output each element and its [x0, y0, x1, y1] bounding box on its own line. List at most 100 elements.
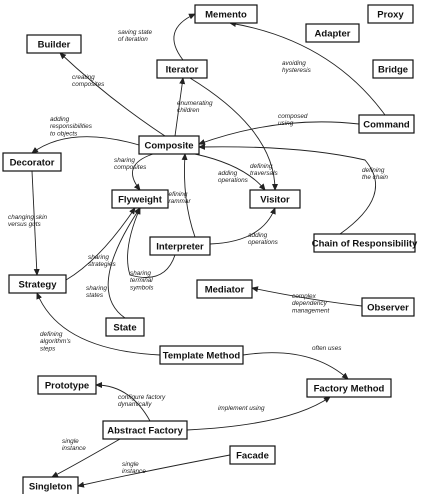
edge-label-line: single — [62, 438, 79, 445]
node-box-mediator — [196, 279, 253, 299]
node-label-adapter: Adapter — [315, 28, 351, 39]
node-bridge: Bridge — [372, 59, 414, 79]
edge-label-line: instance — [62, 445, 86, 452]
edge-line-decorator-strategy — [31, 170, 40, 276]
edge-label-line: implement using — [218, 405, 265, 412]
node-builder: Builder — [26, 34, 82, 54]
node-interpreter: Interpreter — [149, 236, 211, 256]
edge-abstract-factory-method: implement using — [186, 396, 331, 431]
node-box-abstract-factory — [102, 420, 188, 440]
edge-label-line: creating — [72, 74, 95, 81]
node-box-facade — [229, 445, 276, 465]
node-box-flyweight — [111, 189, 169, 209]
node-prototype: Prototype — [37, 375, 97, 395]
node-label-proxy: Proxy — [377, 9, 404, 20]
edge-label-line: dependency — [292, 300, 328, 307]
edge-label-abstract-factory-method: implement using — [218, 405, 265, 412]
edge-label-line: composites — [114, 164, 147, 171]
node-label-mediator: Mediator — [205, 284, 245, 295]
edge-label-line: avoiding — [282, 60, 306, 67]
edge-line-abstract-singleton — [51, 438, 121, 478]
node-iterator: Iterator — [156, 59, 208, 79]
node-observer: Observer — [361, 297, 415, 317]
node-label-command: Command — [363, 119, 410, 130]
edge-label-line: defining — [165, 191, 188, 198]
edge-label-line: saving state — [118, 29, 153, 36]
node-label-builder: Builder — [38, 39, 71, 50]
edge-line-composite-flyweight — [132, 153, 154, 191]
edge-line-facade-singleton — [77, 454, 231, 488]
node-box-interpreter — [149, 236, 211, 256]
edge-line-template-strategy — [36, 292, 161, 356]
node-label-chain: Chain of Responsibility — [312, 238, 418, 249]
node-box-decorator — [2, 152, 62, 172]
edge-label-line: sharing — [88, 254, 109, 261]
node-label-bridge: Bridge — [378, 64, 408, 75]
edge-line-template-factory — [242, 352, 349, 380]
edge-label-line: operations — [218, 177, 249, 184]
edge-label-line: algorithm's — [40, 338, 72, 345]
edge-label-line: grammar — [165, 198, 191, 205]
node-label-visitor: Visitor — [260, 194, 290, 205]
node-label-memento: Memento — [205, 9, 247, 20]
node-box-factory-method — [306, 378, 392, 398]
edge-label-template-factory: often uses — [312, 345, 342, 352]
node-visitor: Visitor — [249, 189, 301, 209]
node-box-proxy — [367, 4, 414, 24]
edge-label-line: management — [292, 307, 330, 314]
edge-label-line: composed — [278, 113, 308, 120]
node-box-memento — [194, 4, 258, 24]
node-box-chain — [313, 233, 416, 253]
edge-label-line: of iteration — [118, 36, 148, 43]
edge-label-line: steps — [40, 345, 56, 352]
edge-label-line: to objects — [50, 130, 78, 137]
edge-label-line: defining — [362, 167, 385, 174]
edge-line-composite-iterator — [174, 77, 186, 137]
edge-label-line: responsibilities — [50, 123, 93, 130]
edge-label-line: states — [86, 292, 104, 299]
edge-label-line: changing skin — [8, 214, 48, 221]
node-label-iterator: Iterator — [166, 64, 199, 75]
node-box-builder — [26, 34, 82, 54]
node-strategy: Strategy — [8, 274, 67, 294]
node-box-visitor — [249, 189, 301, 209]
node-label-factory-method: Factory Method — [314, 383, 385, 394]
node-state: State — [105, 317, 145, 337]
edge-line-interpreter-flyweight — [127, 207, 176, 278]
edge-label-line: sharing — [86, 285, 107, 292]
edge-label-line: adding — [50, 116, 70, 123]
edge-label-line: children — [177, 107, 200, 114]
node-command: Command — [358, 114, 415, 134]
node-label-state: State — [113, 322, 136, 333]
edge-line-interpreter-composite — [181, 153, 196, 238]
edge-label-line: sharing — [130, 270, 151, 277]
node-label-prototype: Prototype — [45, 380, 89, 391]
node-box-prototype — [37, 375, 97, 395]
edge-line-abstract-prototype — [95, 382, 151, 422]
node-decorator: Decorator — [2, 152, 62, 172]
edge-label-line: traversals — [250, 170, 279, 177]
edge-line-chain-composite — [198, 143, 377, 235]
